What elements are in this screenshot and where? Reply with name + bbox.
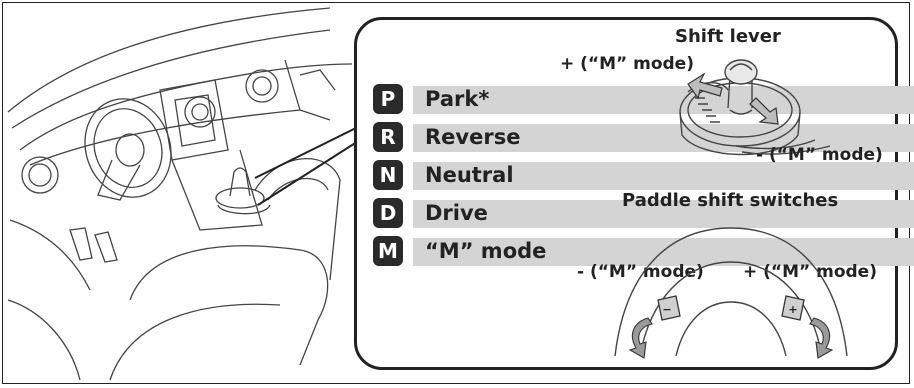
paddle-minus-label: - (“M” mode)	[577, 262, 704, 282]
gear-label: Park*	[425, 87, 490, 111]
gear-label: “M” mode	[425, 239, 547, 263]
minus-paddle-symbol: −	[662, 303, 671, 316]
gear-label-bar	[413, 86, 914, 114]
plus-paddle	[781, 295, 805, 321]
gear-letter-badge: N	[373, 160, 403, 190]
gear-label: Reverse	[425, 125, 521, 149]
shift-lever-minus-label: - (“M” mode)	[756, 145, 883, 165]
gear-label-bar	[413, 200, 914, 228]
minus-paddle	[657, 295, 681, 321]
gear-label: Drive	[425, 201, 488, 225]
shift-lever-plus-label: + (“M” mode)	[560, 54, 694, 74]
gear-label: Neutral	[425, 163, 514, 187]
gear-letter-badge: M	[373, 236, 403, 266]
plus-paddle-symbol: +	[788, 303, 797, 316]
figure-frame	[2, 2, 910, 384]
gear-letter-badge: D	[373, 198, 403, 228]
paddle-shift-title: Paddle shift switches	[622, 190, 839, 211]
gear-letter-badge: P	[373, 84, 403, 114]
gear-label-bar	[413, 238, 914, 266]
shift-lever-title: Shift lever	[675, 26, 781, 47]
gear-letter-badge: R	[373, 122, 403, 152]
gear-label-bar	[413, 162, 914, 190]
gear-label-bar	[413, 124, 914, 152]
